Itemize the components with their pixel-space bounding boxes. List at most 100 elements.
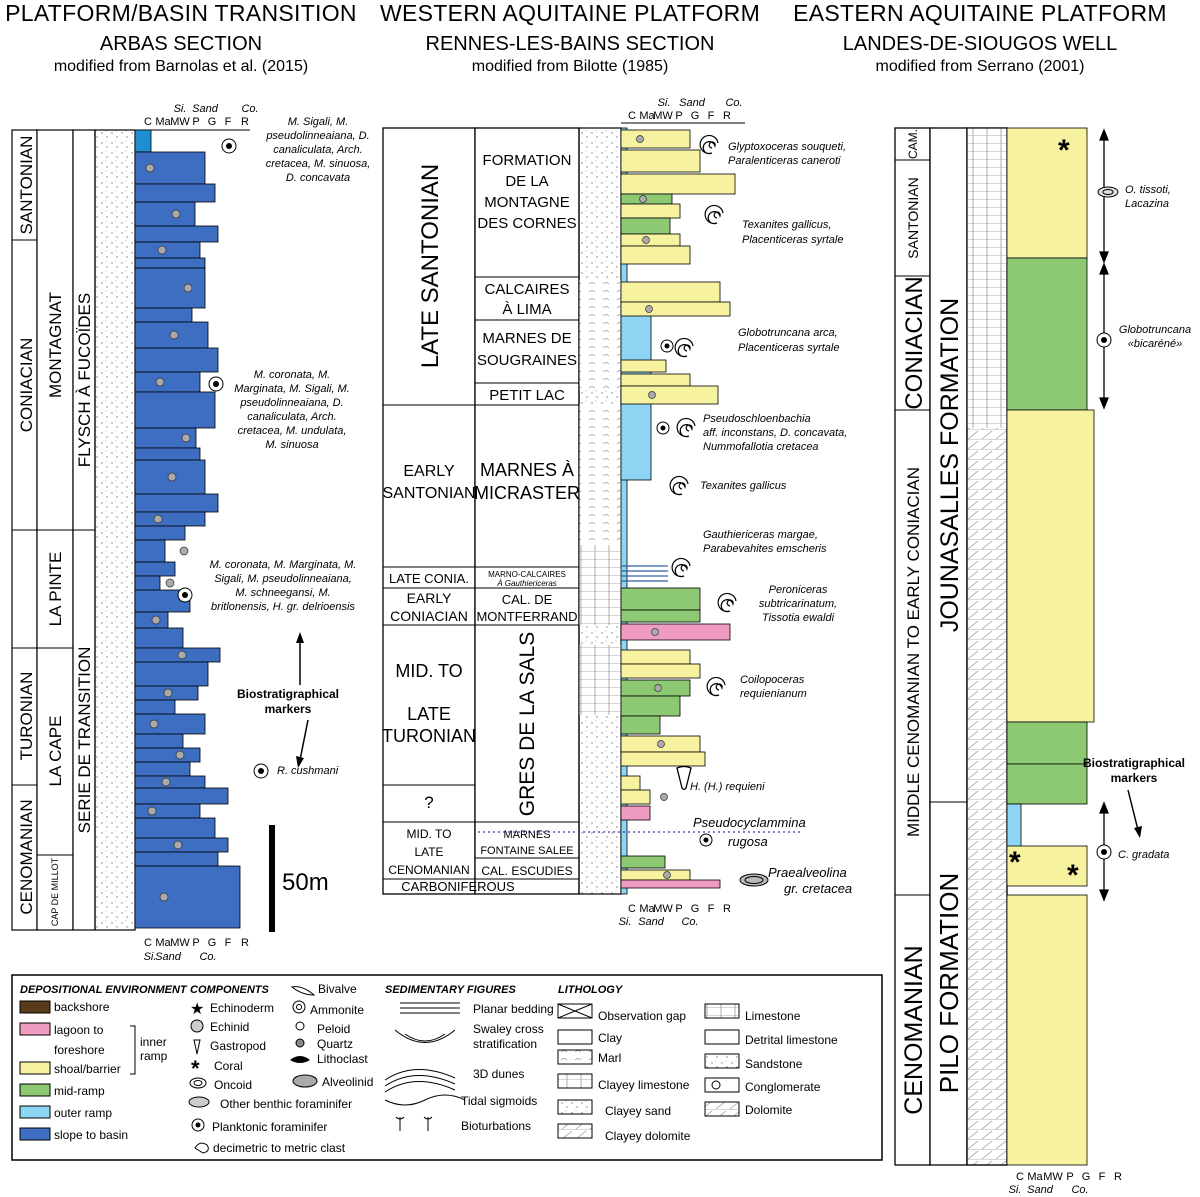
landes-column: CAM. SANTONIAN CONIACIAN MIDDLE CENOMANI…	[894, 127, 1191, 1196]
planktonic-foram-icon	[1096, 332, 1112, 860]
stage-coniacian: CONIACIAN	[17, 338, 36, 432]
bed-shoal	[1006, 127, 1088, 259]
header-section: LANDES-DE-SIOUGOS WELL	[842, 33, 1118, 55]
stage-late-santonian: LATE SANTONIAN	[417, 164, 444, 369]
bed-slope-basin	[134, 511, 206, 527]
header-section: ARBAS SECTION	[99, 33, 263, 55]
quartz-grain	[171, 209, 181, 219]
rennes-log	[620, 127, 736, 895]
stage-early-coniacian-1: EARLY	[407, 590, 453, 606]
svg-text:pseudolinneaiana, D.: pseudolinneaiana, D.	[239, 397, 343, 409]
quartz-grain	[149, 719, 159, 729]
header-landes: EASTERN AQUITAINE PLATFORM LANDES-DE-SIO…	[780, 0, 1180, 76]
svg-text:Tidal sigmoids: Tidal sigmoids	[461, 1094, 537, 1108]
bed-rennes	[620, 149, 701, 173]
svg-text:C: C	[144, 116, 152, 128]
svg-text:M. Sigali, M.: M. Sigali, M.	[288, 116, 349, 128]
svg-text:★: ★	[190, 1001, 204, 1018]
formation-pilo: PILO FORMATION	[934, 873, 964, 1094]
svg-text:Globotruncana arca,: Globotruncana arca,	[738, 327, 838, 339]
svg-text:Co.: Co.	[1071, 1184, 1088, 1196]
svg-text:G: G	[208, 116, 217, 128]
svg-text:inner: inner	[140, 1035, 167, 1049]
bed-mid-ramp	[1006, 257, 1088, 411]
bed-rennes	[620, 879, 721, 889]
svg-text:Sigali, M. pseudolinneaiana,: Sigali, M. pseudolinneaiana,	[214, 573, 352, 585]
svg-text:Peloid: Peloid	[317, 1022, 350, 1036]
stage-mid-cenomanian-early-coniacian: MIDDLE CENOMANIAN TO EARLY CONIACIAN	[904, 467, 923, 837]
quartz-grain	[173, 840, 183, 850]
bed-rennes	[620, 855, 666, 869]
bed-rennes	[620, 805, 651, 821]
svg-text:MW: MW	[1043, 1171, 1063, 1183]
formation-montagnat: MONTAGNAT	[46, 292, 65, 398]
quartz-grain	[181, 433, 191, 443]
svg-text:CAL. ESCUDIES: CAL. ESCUDIES	[481, 864, 572, 878]
svg-text:Conglomerate: Conglomerate	[745, 1080, 821, 1094]
bed-slope-basin	[134, 761, 191, 777]
bed-rennes	[620, 869, 691, 881]
quartz-grain	[155, 377, 165, 387]
stage-cenomanian-1: MID. TO	[407, 827, 452, 841]
svg-text:R: R	[241, 116, 249, 128]
svg-text:Si.: Si.	[658, 97, 671, 109]
header-arbas: PLATFORM/BASIN TRANSITION ARBAS SECTION …	[0, 0, 362, 76]
svg-text:Bivalve: Bivalve	[318, 982, 357, 996]
bed-slope-basin	[134, 713, 206, 735]
svg-text:DEPOSITIONAL ENVIRONMENT: DEPOSITIONAL ENVIRONMENT	[20, 984, 188, 996]
svg-text:C: C	[628, 903, 636, 915]
svg-text:MW: MW	[170, 937, 190, 949]
svg-text:MW: MW	[170, 116, 190, 128]
bed-slope-basin	[134, 561, 176, 577]
stage-turonian-3: TURONIAN	[382, 726, 476, 746]
bed-mid-ramp	[1006, 763, 1088, 805]
stage-cenomanian: CENOMANIAN	[900, 945, 928, 1114]
bed-rennes	[620, 715, 661, 735]
rudist-icon	[676, 765, 692, 791]
svg-text:F: F	[708, 110, 715, 122]
bed-rennes	[620, 775, 641, 791]
svg-text:stratification: stratification	[473, 1037, 537, 1051]
quartz-grain	[161, 777, 171, 787]
svg-text:M. coronata, M.: M. coronata, M.	[254, 369, 330, 381]
svg-text:Globotruncana: Globotruncana	[1119, 324, 1191, 336]
svg-text:Praealveolina: Praealveolina	[768, 865, 847, 880]
svg-text:Ma: Ma	[1027, 1171, 1043, 1183]
quartz-grain	[165, 578, 175, 588]
bed-slope-basin	[134, 539, 166, 563]
svg-text:O. tissoti,: O. tissoti,	[1125, 184, 1171, 196]
bed-shoal	[1006, 894, 1088, 1166]
svg-text:*: *	[1067, 859, 1079, 892]
svg-text:LITHOLOGY: LITHOLOGY	[558, 984, 624, 996]
svg-text:ramp: ramp	[140, 1049, 168, 1063]
svg-text:Biostratigraphical: Biostratigraphical	[1083, 756, 1185, 770]
quartz-grain	[636, 135, 644, 143]
formation-la-cape: LA CAPE	[46, 716, 65, 787]
header-source: modified from Barnolas et al. (2015)	[53, 58, 309, 75]
svg-text:Biostratigraphical: Biostratigraphical	[237, 687, 339, 701]
svg-text:markers: markers	[1111, 771, 1158, 785]
quartz-grain	[648, 391, 656, 399]
quartz-grain	[151, 615, 161, 625]
svg-text:Peroniceras: Peroniceras	[769, 584, 828, 596]
rennes-formation-labels: FORMATION DE LA MONTAGNE DES CORNES CALC…	[474, 152, 580, 878]
header-source: modified from Serrano (2001)	[875, 58, 1085, 75]
svg-text:backshore: backshore	[54, 1000, 110, 1014]
svg-text:P: P	[192, 937, 199, 949]
group-serie-transition: SERIE DE TRANSITION	[75, 647, 94, 834]
svg-text:MARNO-CALCAIRES: MARNO-CALCAIRES	[488, 570, 566, 579]
svg-text:decimetric to metric clast: decimetric to metric clast	[213, 1141, 346, 1155]
bed-slope-basin	[134, 627, 184, 649]
svg-text:C: C	[628, 110, 636, 122]
svg-text:Paralenticeras caneroti: Paralenticeras caneroti	[728, 155, 841, 167]
bed-rennes	[620, 245, 691, 265]
svg-text:shoal/barrier: shoal/barrier	[54, 1062, 121, 1076]
svg-text:Dolomite: Dolomite	[745, 1103, 793, 1117]
svg-text:À Gauthiericeras: À Gauthiericeras	[496, 579, 557, 588]
svg-text:MONTFERRAND: MONTFERRAND	[476, 609, 577, 624]
stage-cenomanian: CENOMANIAN	[17, 799, 36, 914]
svg-text:Si.: Si.	[619, 916, 632, 928]
svg-text:*: *	[191, 1056, 200, 1081]
biostrat-marker: Biostratigraphical markers	[1083, 756, 1185, 838]
svg-text:britlonensis, H. gr. delrioens: britlonensis, H. gr. delrioensis	[211, 601, 355, 613]
